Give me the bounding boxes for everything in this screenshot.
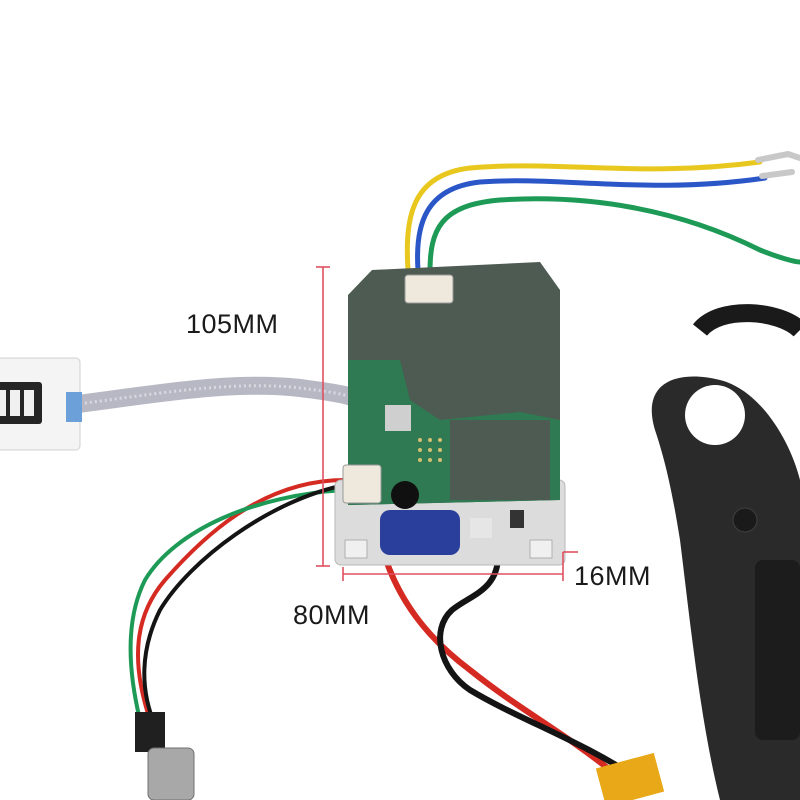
dimension-lines: [316, 266, 578, 581]
height-dimension-label: 105MM: [186, 309, 279, 339]
battery-indicator-icon: [0, 382, 42, 424]
control-wires: [128, 478, 347, 800]
circuit-board-icon: [334, 262, 566, 566]
xt60-connector: [595, 752, 665, 800]
thickness-dimension-label: 16MM: [574, 561, 652, 591]
motor-wires: [404, 150, 800, 275]
width-dimension-label: 80MM: [293, 600, 371, 630]
power-leads: [377, 537, 665, 800]
remote-control-icon: [651, 304, 800, 800]
